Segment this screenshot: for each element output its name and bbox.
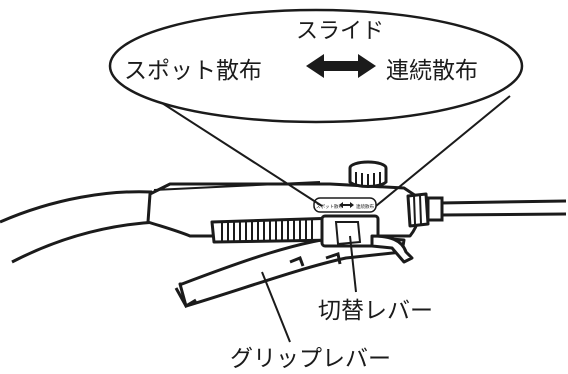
switch-lever-label: 切替レバー	[318, 298, 433, 324]
nozzle-collar	[426, 196, 444, 222]
nozzle-connector	[406, 192, 430, 228]
grip-lever	[178, 234, 406, 308]
switch-lever-slot	[334, 221, 362, 246]
inset-arrow	[339, 202, 354, 208]
switch-lever-leader	[349, 235, 357, 293]
hose-inner	[11, 220, 157, 264]
grip-lever-leader	[261, 271, 291, 343]
inset-left-label: スポット散布	[316, 203, 343, 210]
connector-ridges	[413, 194, 422, 225]
inset-right-label: 連続散布	[356, 203, 374, 210]
grip-lever-rib	[289, 252, 342, 267]
gun-body-upper-edge	[153, 181, 321, 191]
nozzle-rod	[439, 199, 567, 217]
callout-cone	[147, 93, 511, 207]
knob-grooves	[355, 172, 381, 186]
grip-lever-tip	[174, 287, 197, 309]
grip-lever-label: グリップレバー	[230, 346, 391, 372]
slide-double-arrow	[306, 54, 376, 78]
callout-top-label: スライド	[296, 19, 384, 44]
trigger-guard	[370, 234, 414, 264]
callout-right-label: 連続散布	[386, 58, 478, 84]
callout-left-label: スポット散布	[124, 58, 262, 84]
hose-outer	[0, 190, 153, 224]
grip-ribs	[221, 219, 313, 242]
